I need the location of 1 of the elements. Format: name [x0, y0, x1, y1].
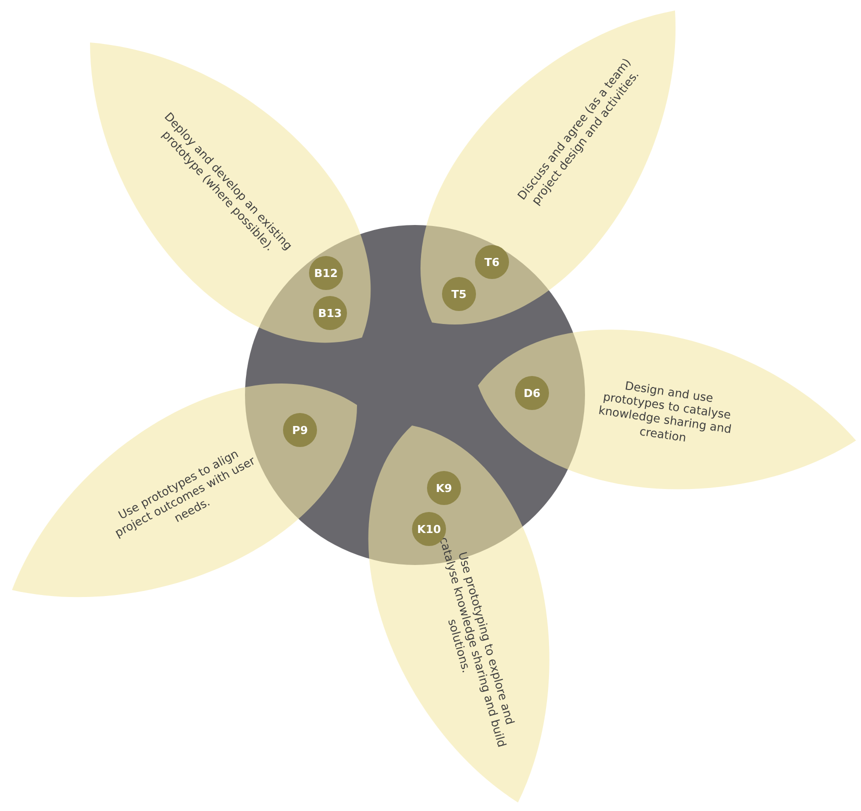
petal-text: Design and use prototypes to catalyse knowledge sharing and creation [596, 376, 734, 446]
